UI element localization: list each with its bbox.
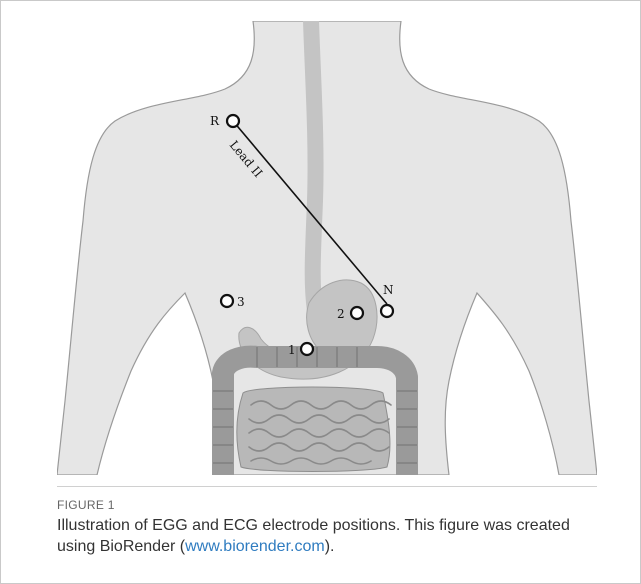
torso-illustration: Lead II R N 1 2 3 (57, 21, 597, 475)
caption-end: ). (325, 538, 335, 555)
electrode-2-label: 2 (337, 307, 345, 321)
electrode-r-label: R (210, 114, 220, 128)
figure-label: FIGURE 1 (57, 498, 115, 512)
caption-divider (57, 486, 597, 487)
figure-caption: Illustration of EGG and ECG electrode po… (57, 515, 597, 557)
electrode-n-label: N (383, 283, 394, 297)
electrode-1-label: 1 (288, 343, 296, 357)
esophagus (311, 21, 316, 311)
electrode-3-label: 3 (237, 295, 245, 309)
biorender-link[interactable]: www.biorender.com (185, 538, 325, 555)
